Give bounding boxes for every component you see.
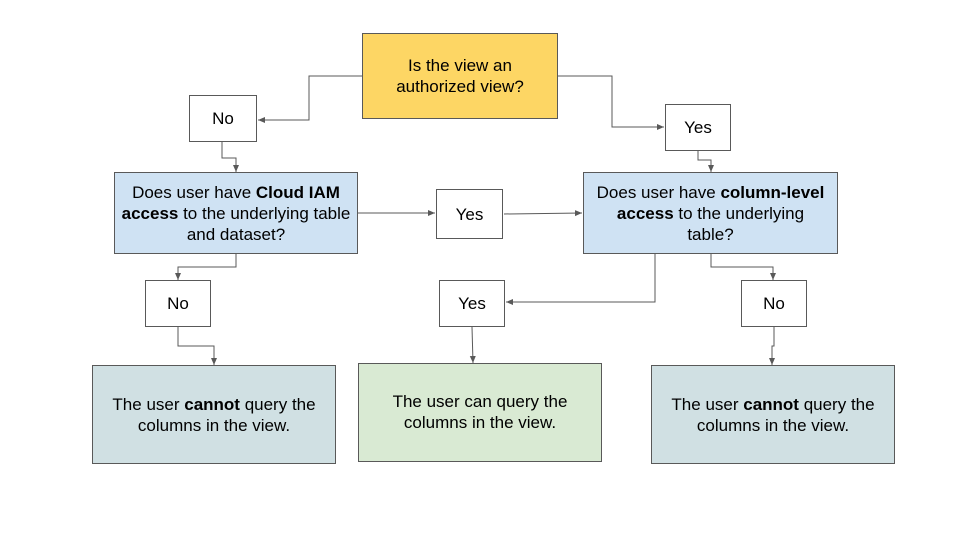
connector-yes-to-can: [469, 326, 476, 364]
connector-no-to-iam-question: [221, 142, 239, 172]
outcome-right-bold: cannot: [743, 394, 799, 414]
label-yes-column: Yes: [439, 280, 505, 327]
column-access-question: Does user have column-level access to th…: [583, 172, 838, 254]
authorized-view-question-line2: authorized view?: [396, 77, 524, 96]
outcome-cannot-query-left: The user cannot query the columns in the…: [92, 365, 336, 464]
connector-column-to-no: [710, 254, 776, 280]
outcome-can-query: The user can query the columns in the vi…: [358, 363, 602, 462]
connector-iam-to-no: [175, 254, 237, 280]
authorized-view-question: Is the view an authorized view?: [362, 33, 558, 119]
iam-question-pre: Does user have: [132, 182, 256, 202]
column-question-post: to the underlying table?: [673, 203, 805, 244]
connector-column-to-yes: [506, 254, 656, 305]
connector-no-to-cannot-left: [177, 327, 217, 365]
label-yes-middle: Yes: [436, 189, 503, 239]
label-yes-right: Yes: [665, 104, 731, 151]
iam-question-post: to the underlying table and dataset?: [178, 203, 351, 244]
column-question-bold: column-level access: [616, 182, 825, 223]
connector-yes-to-column-question-mid: [503, 210, 583, 217]
connector-root-to-no: [258, 75, 362, 123]
label-no-column: No: [741, 280, 807, 327]
iam-access-question: Does user have Cloud IAM access to the u…: [114, 172, 358, 254]
column-question-pre: Does user have: [596, 182, 721, 202]
connector-root-to-yes: [558, 75, 664, 130]
outcome-left-bold: cannot: [184, 394, 240, 414]
label-no-iam: No: [145, 280, 211, 327]
iam-question-bold: Cloud IAM access: [121, 182, 340, 223]
authorized-view-question-line1: Is the view an: [408, 56, 512, 75]
connector-yes-to-column-question: [697, 151, 714, 172]
connector-no-to-cannot-right: [769, 327, 775, 365]
label-no-left: No: [189, 95, 257, 142]
outcome-cannot-query-right: The user cannot query the columns in the…: [651, 365, 895, 464]
